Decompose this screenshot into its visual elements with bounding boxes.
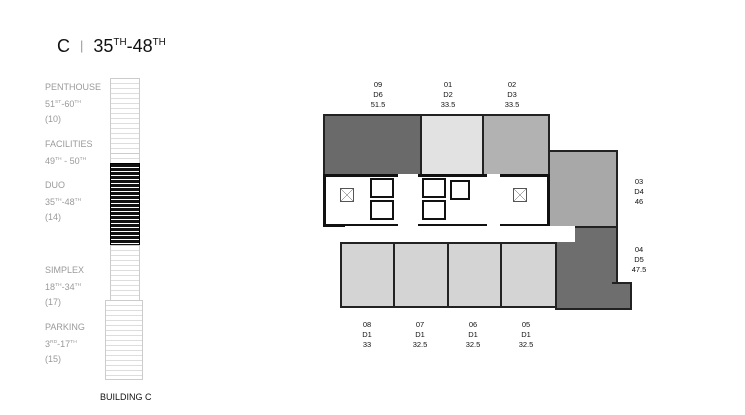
unit-05[interactable]: [500, 242, 557, 308]
elevator: [370, 200, 394, 220]
tower-duo-highlight: [110, 163, 140, 247]
elevator: [422, 178, 446, 198]
tower-penthouse: [110, 78, 140, 155]
lobby: [487, 174, 500, 227]
page-title: C|35TH-48TH: [57, 36, 166, 56]
elevator: [370, 178, 394, 198]
tower-simplex: [110, 245, 140, 302]
unit-07[interactable]: [393, 242, 449, 308]
unit-01[interactable]: [420, 114, 484, 176]
unit-03[interactable]: [548, 150, 618, 228]
lobby: [398, 174, 418, 227]
unit-08[interactable]: [340, 242, 395, 308]
tower-parking: [105, 300, 143, 380]
stair-icon: [340, 188, 354, 202]
unit-02[interactable]: [482, 114, 550, 176]
unit-04-balcony: [612, 282, 632, 310]
unit-06[interactable]: [447, 242, 502, 308]
stair-icon: [513, 188, 527, 202]
corridor: [345, 226, 575, 242]
service-room: [450, 180, 470, 200]
unit-09[interactable]: [323, 114, 422, 176]
elevator: [422, 200, 446, 220]
building-label: BUILDING C: [100, 392, 152, 402]
